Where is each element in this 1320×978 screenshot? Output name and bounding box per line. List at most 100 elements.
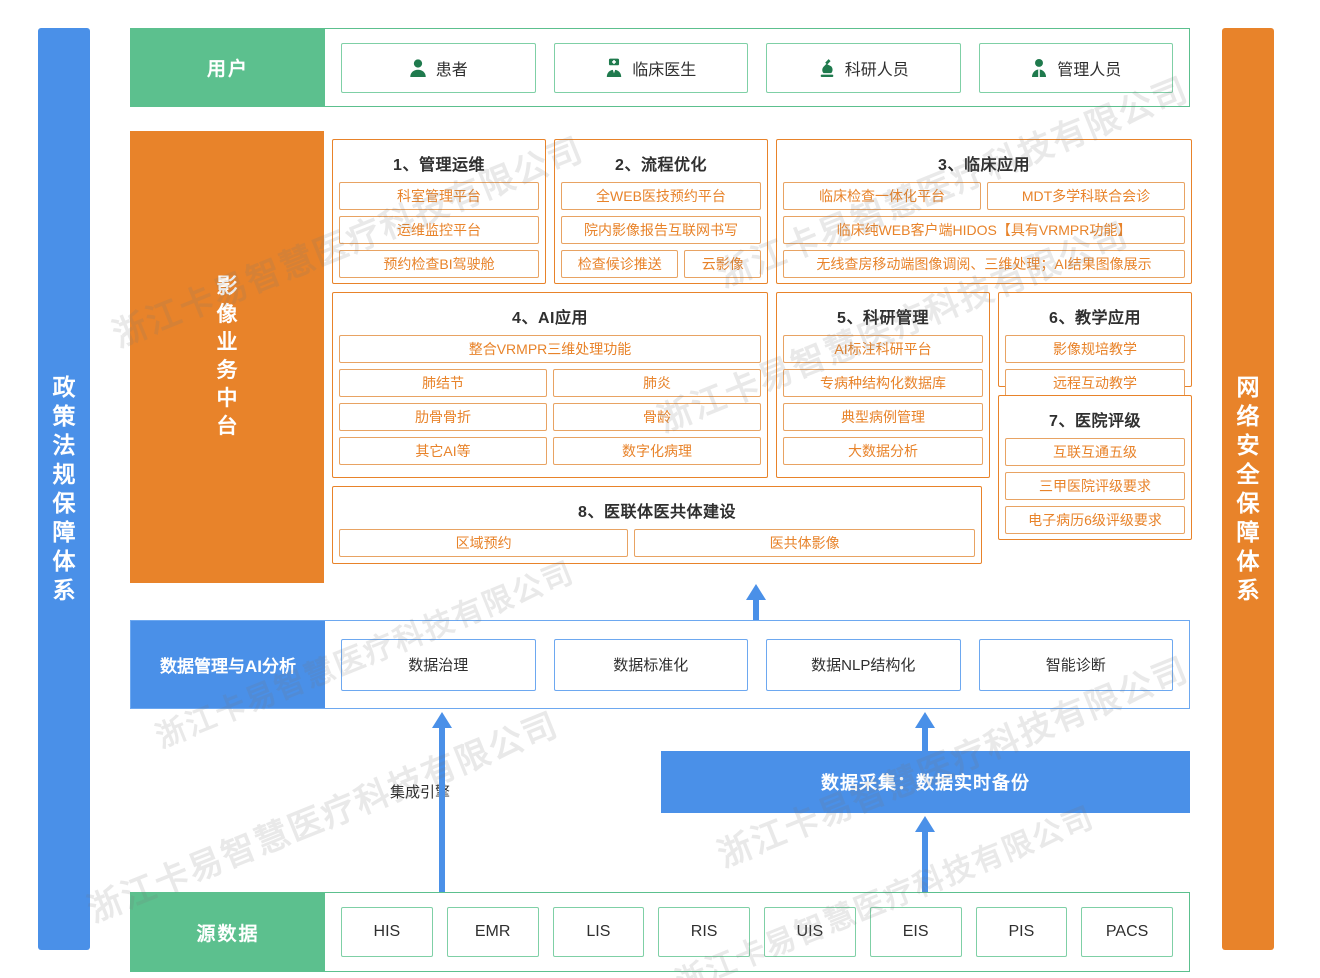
policy-regulation-sidebar: 政策法规保障体系: [38, 28, 90, 950]
platform-item[interactable]: 区域预约: [339, 529, 629, 557]
arrow-shaft: [753, 598, 759, 620]
group-title: 5、科研管理: [837, 310, 929, 327]
platform-item[interactable]: 无线查房移动端图像调阅、三维处理；AI结果图像展示: [783, 250, 1185, 278]
platform-item-row: 检查候诊推送 云影像: [561, 250, 761, 278]
group-title: 2、流程优化: [615, 157, 707, 174]
network-security-sidebar: 网络安全保障体系: [1222, 28, 1274, 950]
arrow-shaft: [922, 726, 928, 752]
source-card-pacs[interactable]: PACS: [1081, 907, 1173, 957]
integration-engine-label: 集成引擎: [390, 784, 451, 801]
platform-item[interactable]: 云影像: [684, 250, 761, 278]
doctor-icon: [605, 58, 623, 78]
group-clinical-application: 3、临床应用 临床检查一体化平台 MDT多学科联合会诊 临床纯WEB客户端HID…: [776, 139, 1192, 284]
platform-item[interactable]: 远程互动教学: [1005, 369, 1185, 397]
platform-item[interactable]: 电子病历6级评级要求: [1005, 506, 1185, 534]
group-title: 3、临床应用: [938, 157, 1030, 174]
arrow-head-icon: [915, 712, 935, 728]
group-process-optimization: 2、流程优化 全WEB医技预约平台 院内影像报告互联网书写 检查候诊推送 云影像: [554, 139, 768, 284]
user-card-patient[interactable]: 患者: [341, 42, 536, 93]
platform-item[interactable]: 肺结节: [339, 369, 547, 397]
platform-item[interactable]: 典型病例管理: [783, 403, 983, 431]
source-card-his[interactable]: HIS: [341, 907, 433, 957]
data-management-card[interactable]: 数据治理: [341, 638, 536, 691]
microscope-icon: [818, 58, 836, 78]
main-column: 用户 患者 临床医生: [130, 28, 1192, 972]
data-management-card[interactable]: 数据NLP结构化: [766, 638, 961, 691]
platform-item[interactable]: 整合VRMPR三维处理功能: [339, 335, 761, 363]
platform-item[interactable]: 互联互通五级: [1005, 438, 1185, 466]
group-hospital-rating: 7、医院评级 互联互通五级 三甲医院评级要求 电子病历6级评级要求: [998, 395, 1192, 540]
group-teaching-application: 6、教学应用 影像规培教学 远程互动教学: [998, 292, 1192, 397]
imaging-platform-label-text: 影像业务中台: [216, 275, 238, 438]
platform-item[interactable]: 临床纯WEB客户端HIDOS【具有VRMPR功能】: [783, 216, 1185, 244]
platform-item[interactable]: 数字化病理: [553, 437, 761, 465]
platform-item[interactable]: 三甲医院评级要求: [1005, 472, 1185, 500]
source-card-emr[interactable]: EMR: [446, 907, 539, 957]
data-management-label: 数据管理与AI分析: [131, 621, 325, 708]
group-ai-application: 4、AI应用 整合VRMPR三维处理功能 肺结节 肺炎 肋骨骨折 骨龄 其它AI…: [332, 292, 768, 478]
platform-item[interactable]: 临床检查一体化平台: [783, 182, 981, 210]
arrow-datamgmt-to-platform: [745, 584, 767, 620]
group-management-ops: 1、管理运维 科室管理平台 运维监控平台 预约检查BI驾驶舱: [332, 139, 546, 284]
imaging-platform-label: 影像业务中台: [130, 131, 324, 583]
source-card-eis[interactable]: EIS: [869, 907, 962, 957]
user-card-label: 患者: [435, 61, 468, 79]
platform-item[interactable]: 院内影像报告互联网书写: [561, 216, 761, 244]
source-card-lis[interactable]: LIS: [552, 907, 645, 957]
source-data-item-list: HIS EMR LIS RIS UIS EIS PIS PACS: [325, 893, 1189, 971]
platform-item[interactable]: 医共体影像: [634, 529, 975, 557]
platform-item-row: 肺结节 肺炎: [339, 369, 761, 397]
group-medical-alliance: 8、医联体医共体建设 区域预约 医共体影像: [332, 486, 982, 564]
users-item-list: 患者 临床医生 科研人员: [325, 29, 1189, 106]
user-card-label: 临床医生: [632, 61, 697, 79]
platform-item-row: 临床检查一体化平台 MDT多学科联合会诊: [783, 182, 1185, 210]
platform-item-row: 区域预约 医共体影像: [339, 529, 975, 557]
user-card-administrator[interactable]: 管理人员: [978, 42, 1173, 93]
platform-item[interactable]: 影像规培教学: [1005, 335, 1185, 363]
network-security-sidebar-label: 网络安全保障体系: [1236, 374, 1260, 603]
platform-item[interactable]: 肋骨骨折: [339, 403, 547, 431]
arrow-head-icon: [915, 816, 935, 832]
platform-item[interactable]: 检查候诊推送: [561, 250, 679, 278]
arrow-source-to-collection: [914, 816, 936, 892]
platform-item[interactable]: MDT多学科联合会诊: [987, 182, 1185, 210]
integration-and-collection-row: 数据采集：数据实时备份 集成引擎: [130, 709, 1190, 892]
user-card-clinician[interactable]: 临床医生: [553, 42, 748, 93]
group-title: 4、AI应用: [512, 310, 588, 327]
platform-item[interactable]: 肺炎: [553, 369, 761, 397]
platform-item[interactable]: 专病种结构化数据库: [783, 369, 983, 397]
platform-groups-area: 1、管理运维 科室管理平台 运维监控平台 预约检查BI驾驶舱 2、流程优化 全W…: [324, 131, 1192, 583]
arrow-source-to-datamgmt-left: [431, 712, 453, 892]
arrow-head-icon: [746, 584, 766, 600]
source-card-pis[interactable]: PIS: [975, 907, 1068, 957]
data-management-card[interactable]: 智能诊断: [978, 638, 1173, 691]
person-icon: [409, 58, 427, 78]
platform-item[interactable]: 运维监控平台: [339, 216, 539, 244]
platform-item[interactable]: 预约检查BI驾驶舱: [339, 250, 539, 278]
group-title: 8、医联体医共体建设: [578, 504, 736, 521]
source-data-row: 源数据 HIS EMR LIS RIS UIS EIS PIS PACS: [130, 892, 1190, 972]
user-card-researcher[interactable]: 科研人员: [766, 42, 961, 93]
source-data-label: 源数据: [131, 893, 325, 971]
source-card-uis[interactable]: UIS: [764, 907, 856, 957]
arrow-shaft: [922, 830, 928, 892]
users-row: 用户 患者 临床医生: [130, 28, 1190, 107]
platform-item-row: 其它AI等 数字化病理: [339, 437, 761, 465]
users-row-label: 用户: [131, 29, 325, 106]
platform-item[interactable]: 科室管理平台: [339, 182, 539, 210]
imaging-platform-row: 影像业务中台 1、管理运维 科室管理平台 运维监控平台 预约检查BI驾驶舱 2、…: [130, 131, 1192, 583]
platform-item[interactable]: 大数据分析: [783, 437, 983, 465]
user-card-label: 管理人员: [1057, 61, 1122, 79]
arrow-collection-to-datamgmt: [914, 712, 936, 752]
source-card-ris[interactable]: RIS: [658, 907, 750, 957]
data-management-card[interactable]: 数据标准化: [553, 638, 748, 691]
data-management-item-list: 数据治理 数据标准化 数据NLP结构化 智能诊断: [325, 621, 1189, 708]
group-title: 6、教学应用: [1049, 310, 1141, 327]
admin-person-icon: [1030, 58, 1048, 78]
platform-item[interactable]: 其它AI等: [339, 437, 547, 465]
platform-item[interactable]: 全WEB医技预约平台: [561, 182, 761, 210]
platform-item[interactable]: AI标注科研平台: [783, 335, 983, 363]
group-title: 7、医院评级: [1049, 413, 1141, 430]
platform-item[interactable]: 骨龄: [553, 403, 761, 431]
